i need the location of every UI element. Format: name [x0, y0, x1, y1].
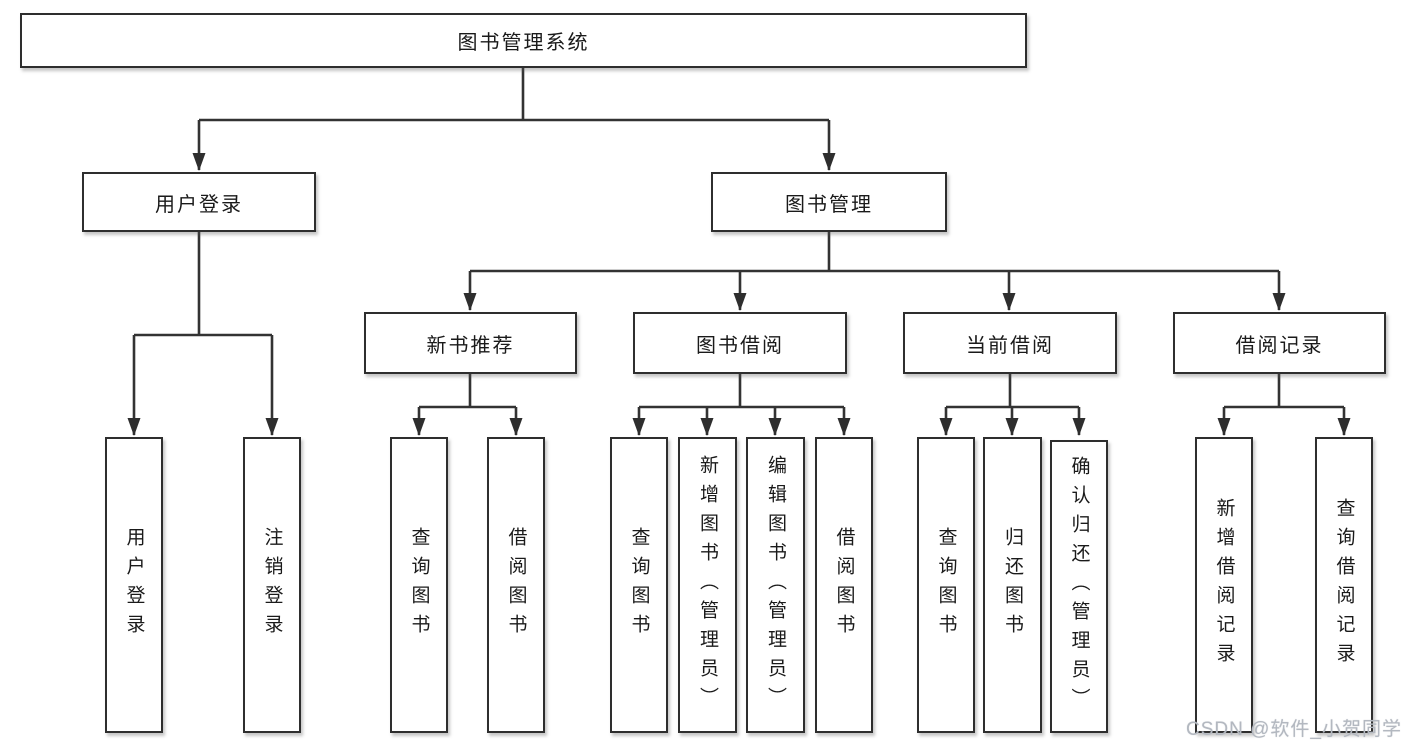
node-borrow-record: 借阅记录 [1173, 312, 1386, 374]
csdn-watermark: CSDN @软件_小贺同学 [1186, 719, 1402, 740]
connector-line [470, 232, 1279, 273]
connector-line [199, 68, 829, 122]
node-new-book-recommend: 新书推荐 [364, 312, 577, 374]
leaf-add-borrow-record: 新增借阅记录 [1195, 437, 1253, 733]
connector-userlogin-to-leaves [127, 232, 279, 436]
connector-borrow-to-leaves [632, 374, 851, 436]
leaf-user-login: 用户登录 [105, 437, 163, 733]
leaf-borrow-books: 借阅图书 [815, 437, 873, 733]
node-current-borrow: 当前借阅 [903, 312, 1117, 374]
connector-line [1224, 374, 1344, 409]
leaf-borrow-query-books: 查询图书 [610, 437, 668, 733]
connector-line [419, 374, 516, 409]
leaf-newbook-borrow-books: 借阅图书 [487, 437, 545, 733]
node-root-library-system: 图书管理系统 [20, 13, 1027, 68]
leaf-query-borrow-record: 查询借阅记录 [1315, 437, 1373, 733]
leaf-return-books: 归还图书 [983, 437, 1042, 733]
leaf-edit-books-admin: 编辑图书（管理员） [746, 437, 805, 733]
node-book-borrow: 图书借阅 [633, 312, 847, 374]
node-user-login: 用户登录 [82, 172, 316, 232]
connector-newbook-to-leaves [412, 374, 523, 436]
node-book-management: 图书管理 [711, 172, 947, 232]
leaf-logout: 注销登录 [243, 437, 301, 733]
connector-line [639, 374, 844, 409]
leaf-current-query-books: 查询图书 [917, 437, 975, 733]
leaf-confirm-return-admin: 确认归还（管理员） [1050, 440, 1108, 733]
connector-bookmgmt-to-level3 [463, 232, 1286, 311]
leaf-add-books-admin: 新增图书（管理员） [678, 437, 737, 733]
connector-line [134, 232, 272, 337]
leaf-newbook-query-books: 查询图书 [390, 437, 448, 733]
connector-line [946, 374, 1079, 409]
connector-record-to-leaves [1217, 374, 1351, 436]
connector-current-to-leaves [939, 374, 1086, 436]
connector-root-to-level2 [192, 68, 836, 171]
